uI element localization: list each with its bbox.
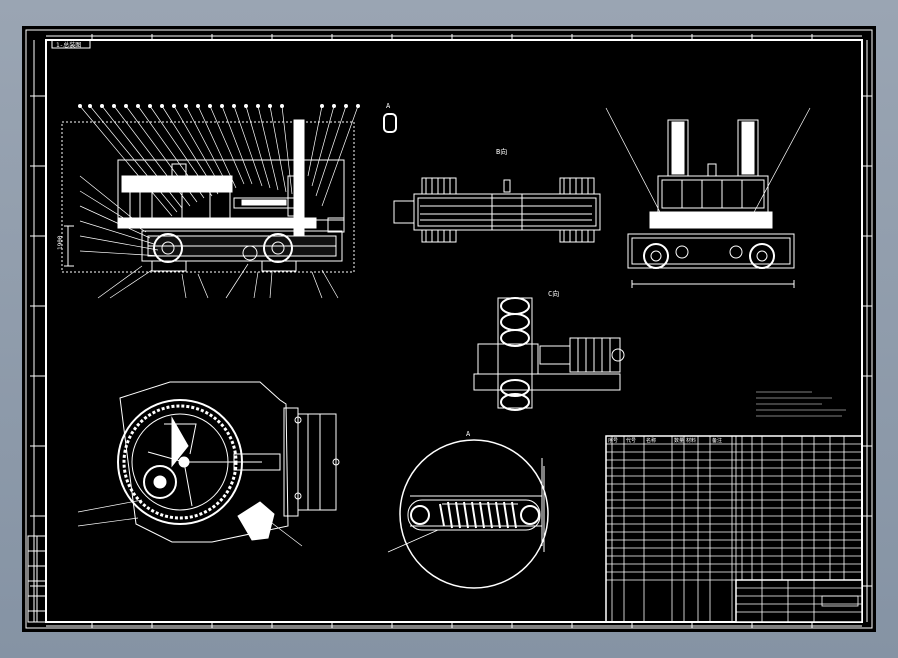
inner-frame [45,39,863,623]
balloon-row-top [78,104,360,108]
title-tag-box [51,39,91,49]
technical-notes [756,391,846,417]
svg-text:1900: 1900 [57,235,64,250]
detail-view-a: A [387,430,549,589]
drawing-sheet: 1-总装图 1900 [22,26,876,632]
front-view: 1900 [57,104,360,299]
parts-list-table [605,435,863,623]
table-header-4: 数量 [674,437,684,444]
table-header-5: 材料 [686,437,696,444]
svg-text:A: A [386,102,391,110]
side-view [605,107,811,288]
cad-drawing: 1-总装图 1900 [25,29,873,629]
top-view: A B向 [383,102,601,243]
svg-text:B向: B向 [496,147,507,156]
section-c-view: C向 [473,289,625,411]
table-header-1: 序号 [608,437,618,444]
outer-border [25,29,873,629]
rotary-view [77,381,340,547]
svg-text:C向: C向 [548,289,559,298]
revision-strip [27,535,47,623]
table-header-2: 代号 [626,437,636,444]
svg-text:A: A [466,430,471,438]
frame-ticks [30,34,872,628]
table-header-3: 名称 [646,437,656,444]
table-header-6: 备注 [712,437,722,444]
title-tag: 1-总装图 [56,41,81,49]
